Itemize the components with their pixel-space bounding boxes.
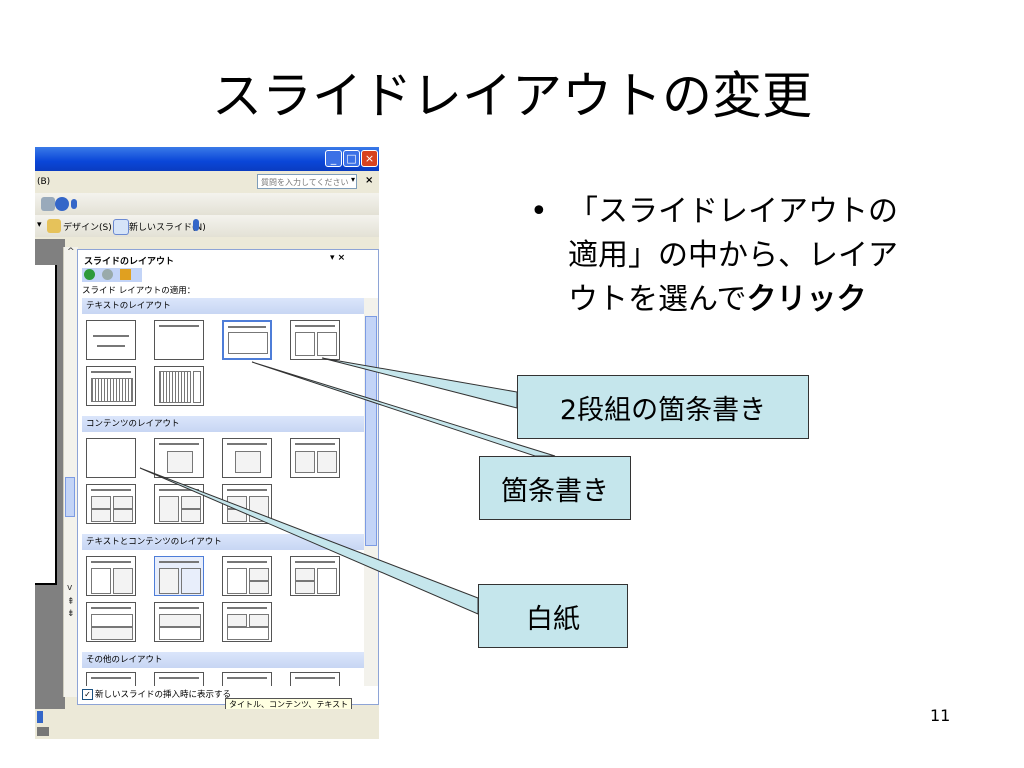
status-bar [35, 709, 379, 739]
close-button[interactable]: × [361, 150, 378, 167]
task-pane-controls[interactable]: ▾ × [330, 253, 346, 263]
back-icon[interactable] [84, 269, 95, 280]
slide-title: スライドレイアウトの変更 [212, 67, 812, 125]
powerpoint-screenshot: _ □ × (B) 質問を入力してください ▾ × ▾ デザイン(S) 新しいス… [35, 147, 379, 739]
show-on-insert-checkbox[interactable]: ✓ [82, 689, 93, 700]
show-on-insert-option[interactable]: ✓新しいスライドの挿入時に表示する [82, 688, 231, 700]
callout-pointer-blank [139, 467, 479, 615]
bullet-line-2: 適用」の中から、レイア [568, 238, 898, 273]
layout-other-1[interactable] [86, 672, 136, 686]
forward-icon[interactable] [102, 269, 113, 280]
dropdown-arrow-icon[interactable]: ▾ [37, 220, 42, 230]
help-question-input[interactable]: 質問を入力してください [257, 174, 357, 189]
help-dropdown-icon[interactable]: ▾ [351, 175, 356, 184]
layout-text-and-two-content[interactable] [222, 556, 272, 596]
layout-four-content[interactable] [86, 484, 136, 524]
design-icon [47, 219, 61, 233]
new-slide-icon [113, 219, 129, 235]
bullet-line-1: 「スライドレイアウトの [568, 194, 898, 229]
section-content-layouts: コンテンツのレイアウト [82, 416, 364, 432]
toolbar-options-icon[interactable] [37, 711, 43, 723]
bullet-line-3-bold: クリック [746, 282, 867, 317]
bullet-dot: • [530, 194, 548, 229]
section-other-layouts: その他のレイアウト [82, 652, 364, 668]
layout-title-only[interactable] [154, 320, 204, 360]
layout-title-and-text[interactable] [222, 320, 272, 360]
callout-bullets: 箇条書き [479, 456, 631, 520]
formatting-toolbar: ▾ デザイン(S) 新しいスライド(N) [35, 215, 379, 237]
layout-content-and-text[interactable] [154, 556, 204, 596]
task-pane-slide-layout: スライドのレイアウト ▾ × スライド レイアウトの適用： テキストのレイアウト [77, 249, 379, 712]
toolbar-options-icon[interactable] [193, 219, 199, 231]
help-icon[interactable] [55, 197, 69, 211]
maximize-button[interactable]: □ [343, 150, 360, 167]
layout-text-over-content[interactable] [86, 602, 136, 642]
editor-scrollbar[interactable]: ^ v ⇞ ⇟ [63, 247, 78, 697]
layout-title-slide[interactable] [86, 320, 136, 360]
page-number: 11 [930, 706, 951, 725]
layout-content-over-text[interactable] [154, 602, 204, 642]
slide-canvas[interactable] [35, 265, 57, 585]
bullet-line-3-plain: ウトを選んで [568, 282, 747, 317]
maximize-icon: □ [346, 152, 357, 165]
layout-title-two-content[interactable] [290, 438, 340, 478]
menu-bar: (B) 質問を入力してください ▾ × [35, 171, 379, 193]
layout-other-2[interactable] [154, 672, 204, 686]
layout-content[interactable] [154, 438, 204, 478]
bullet-text: 「スライドレイアウトの 適用」の中から、レイア ウトを選んでクリック [568, 190, 968, 322]
callout-two-column-bullets: 2段組の箇条書き [517, 375, 809, 439]
editor-scroll-thumb[interactable] [65, 477, 75, 517]
minimize-icon: _ [330, 152, 337, 165]
task-pane-nav [82, 268, 142, 282]
home-icon[interactable] [120, 269, 131, 280]
layout-vertical-title-text[interactable] [86, 366, 136, 406]
callout-pointer-two-column [321, 357, 518, 409]
next-slide-icon[interactable]: ⇟ [67, 609, 75, 619]
layout-two-content-and-text[interactable] [290, 556, 340, 596]
window-titlebar: _ □ × [35, 147, 379, 171]
toolbar-separator-icon [41, 197, 55, 211]
task-pane-title: スライドのレイアウト [84, 257, 175, 267]
layout-vertical-text[interactable] [154, 366, 204, 406]
prev-slide-icon[interactable]: ⇞ [67, 597, 75, 607]
document-close-icon[interactable]: × [365, 175, 374, 186]
layout-text-and-content[interactable] [86, 556, 136, 596]
task-pane-header: スライドのレイアウト ▾ × [78, 250, 378, 268]
callout-blank: 白紙 [478, 584, 628, 648]
new-slide-button[interactable]: 新しいスライド(N) [129, 223, 206, 233]
design-button[interactable]: デザイン(S) [63, 223, 112, 233]
standard-toolbar [35, 193, 379, 215]
scroll-down-icon[interactable]: v [67, 583, 73, 593]
layout-other-3[interactable] [222, 672, 272, 686]
show-on-insert-label: 新しいスライドの挿入時に表示する [95, 690, 232, 700]
layout-title-and-content[interactable] [222, 438, 272, 478]
layout-other-4[interactable] [290, 672, 340, 686]
section-text-layouts: テキストのレイアウト [82, 298, 364, 314]
layout-list-scroll-thumb[interactable] [365, 316, 377, 546]
menu-item-partial[interactable]: (B) [37, 177, 51, 187]
section-text-content-layouts: テキストとコンテンツのレイアウト [82, 534, 364, 550]
toolbar-options-icon[interactable] [71, 199, 77, 209]
layout-list: テキストのレイアウト [82, 298, 364, 686]
minimize-button[interactable]: _ [325, 150, 342, 167]
close-icon: × [364, 152, 375, 165]
apply-layout-label: スライド レイアウトの適用： [82, 286, 196, 296]
layout-two-column-text[interactable] [290, 320, 340, 360]
layout-two-content-over-text[interactable] [222, 602, 272, 642]
layout-blank[interactable] [86, 438, 136, 478]
scroll-up-icon[interactable]: ^ [67, 247, 75, 257]
spell-check-icon [37, 727, 49, 736]
